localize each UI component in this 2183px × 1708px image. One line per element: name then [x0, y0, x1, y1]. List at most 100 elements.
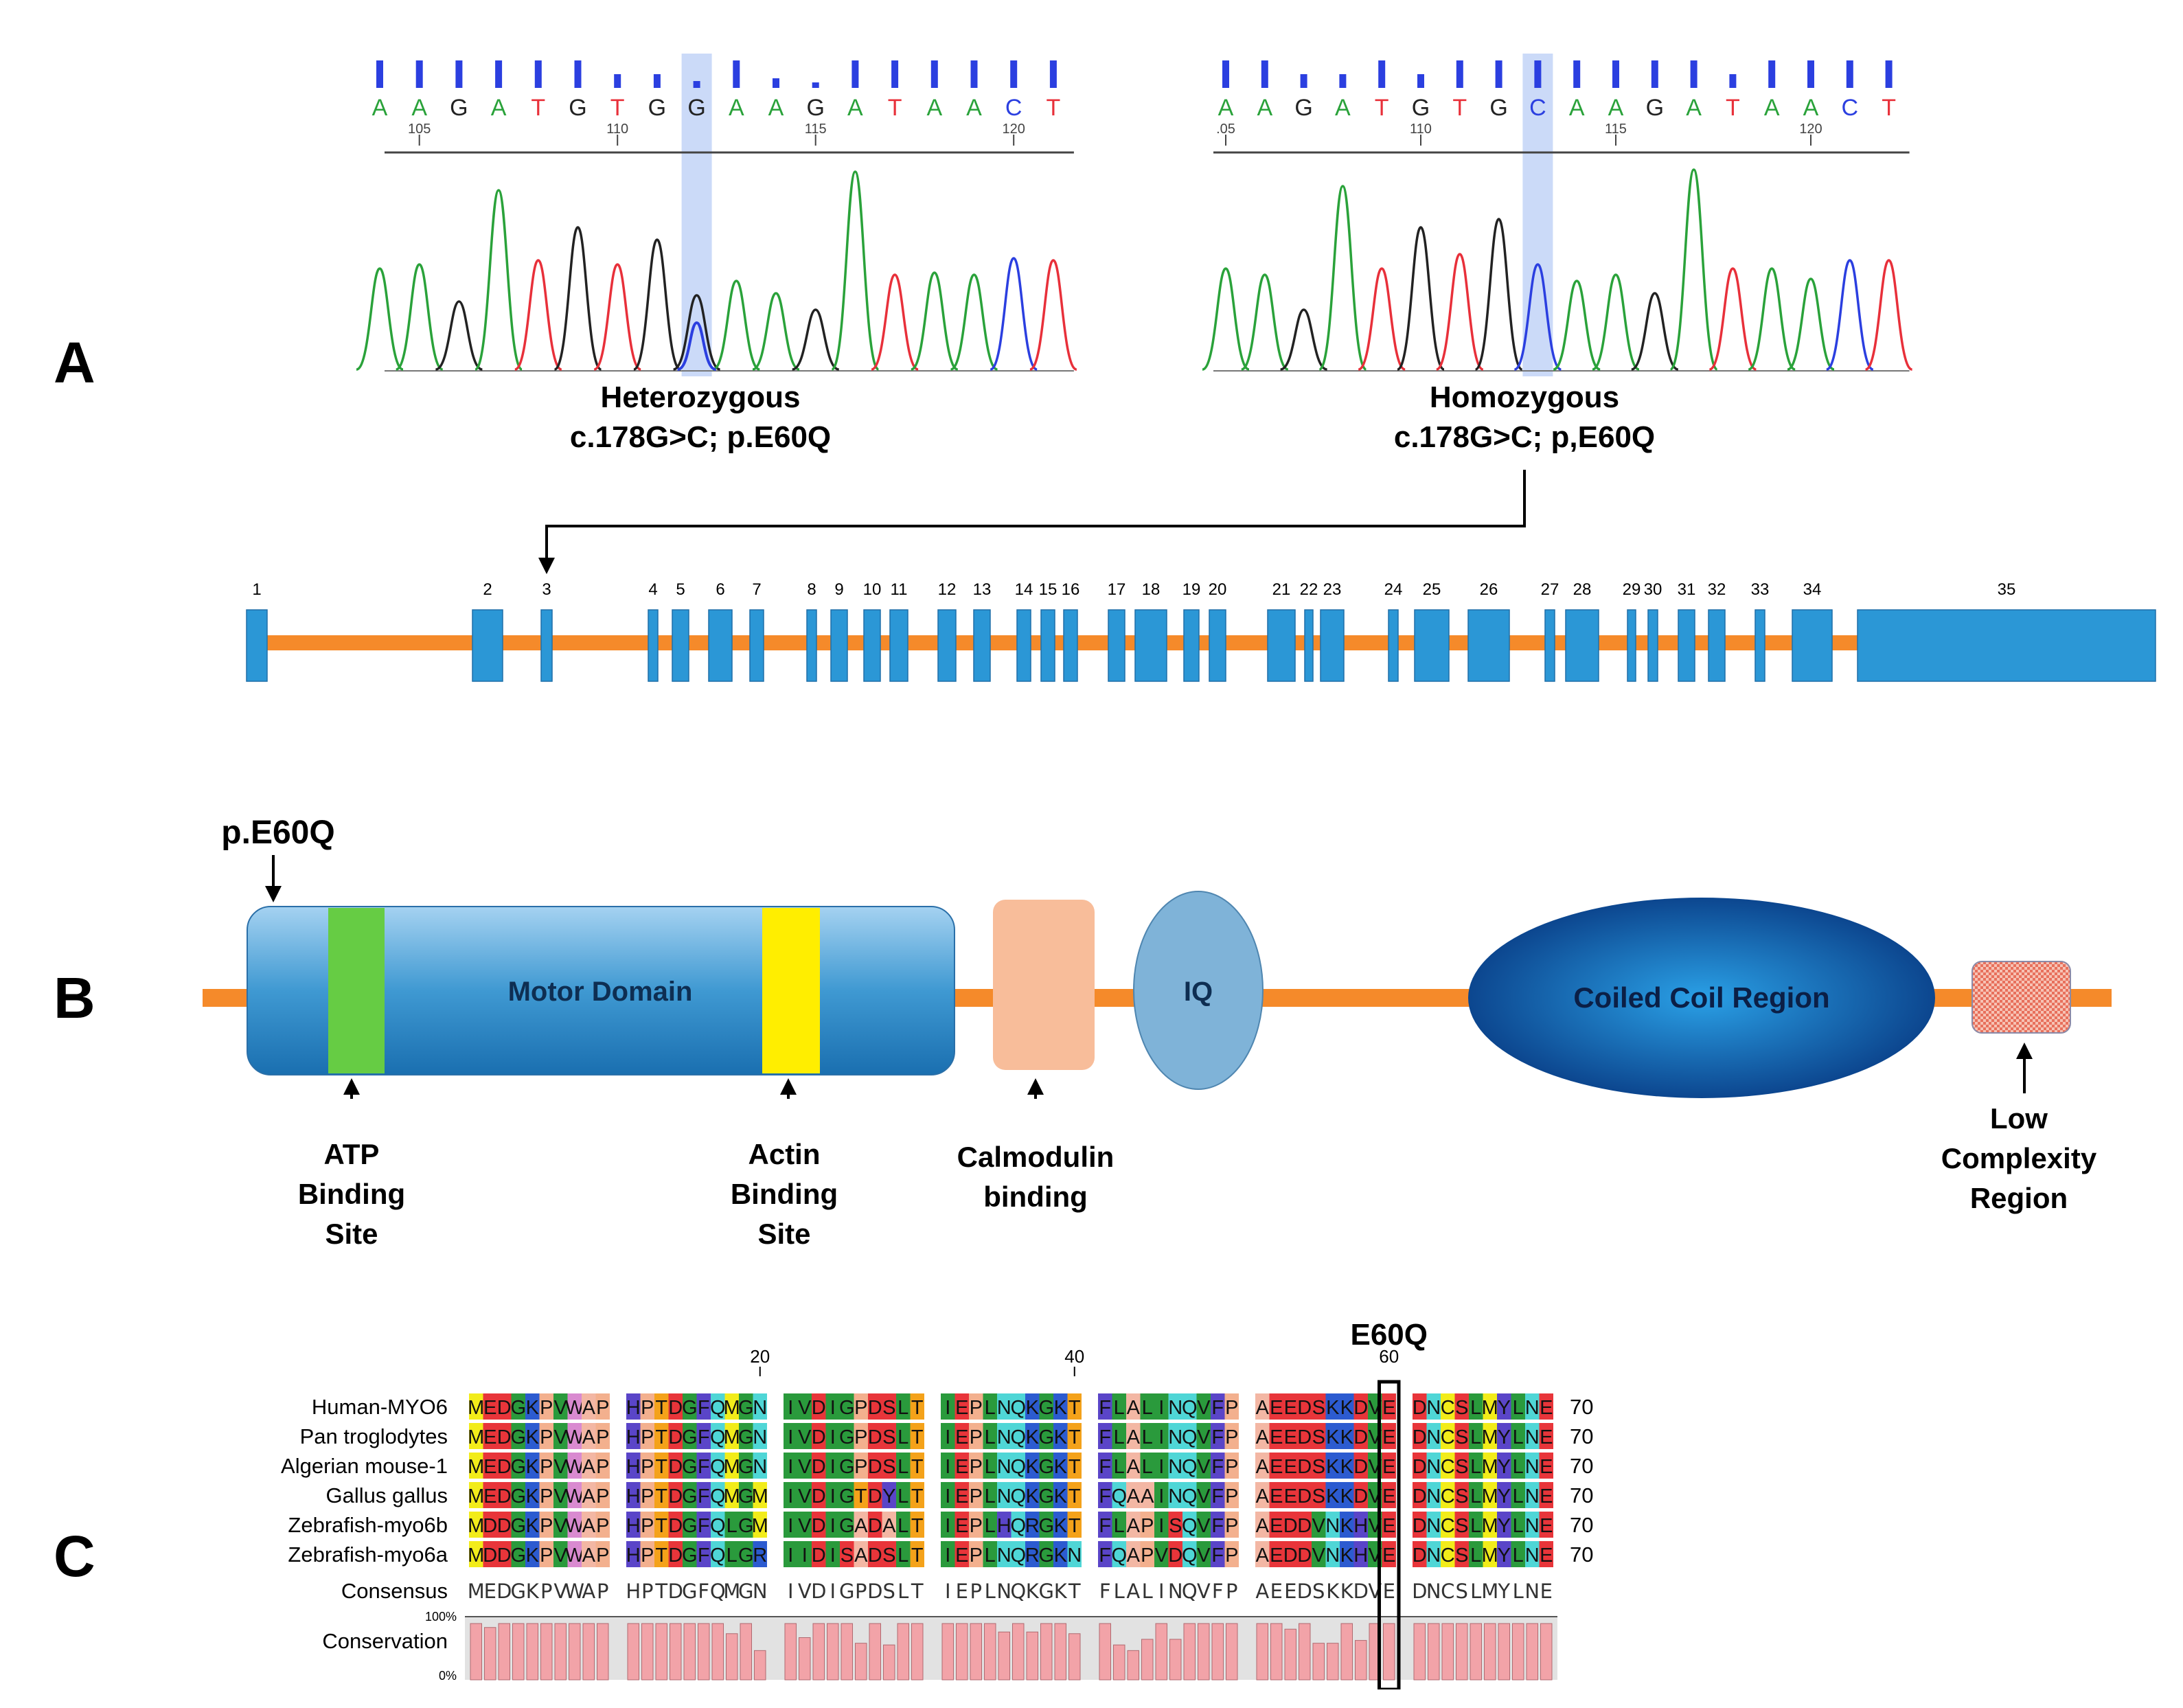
- residue-cell: [640, 1512, 654, 1538]
- residue-cell: [1511, 1512, 1525, 1538]
- residue-cell: [1483, 1541, 1497, 1567]
- residue-cell: [1497, 1453, 1511, 1479]
- exon-26: [1467, 609, 1510, 682]
- residue: A: [1127, 1426, 1141, 1448]
- residue-cell: [511, 1512, 525, 1538]
- residue: K: [526, 1426, 540, 1448]
- residue: L: [898, 1426, 908, 1448]
- species-label: Gallus gallus: [326, 1483, 448, 1507]
- residue-cell: [1011, 1393, 1025, 1420]
- exon-15: [1040, 609, 1055, 682]
- residue-cell: [1525, 1453, 1540, 1479]
- residue-cell: [840, 1453, 854, 1479]
- residue: K: [526, 1485, 540, 1507]
- consensus-residue: S: [1312, 1580, 1325, 1603]
- exon-number: 29: [1623, 580, 1641, 599]
- residue: W: [565, 1397, 584, 1419]
- exon-number: 28: [1573, 580, 1592, 599]
- residue: R: [753, 1545, 767, 1567]
- residue: A: [1256, 1456, 1270, 1478]
- residue: G: [510, 1515, 526, 1537]
- residue-cell: [882, 1423, 896, 1449]
- residue: G: [839, 1397, 855, 1419]
- residue-cell: [854, 1541, 868, 1567]
- exon-number: 23: [1323, 580, 1342, 599]
- residue: G: [682, 1485, 698, 1507]
- residue: G: [1038, 1485, 1054, 1507]
- residue: V: [798, 1456, 812, 1478]
- trace-peak: [792, 308, 840, 371]
- quality-bar: [1885, 60, 1893, 88]
- residue-cell: [525, 1453, 540, 1479]
- exon-number: 27: [1541, 580, 1559, 599]
- residue-cell: [1224, 1423, 1239, 1449]
- conservation-bar: [1456, 1623, 1468, 1681]
- residue: D: [668, 1545, 683, 1567]
- coiled-coil-region: [1468, 898, 1935, 1098]
- residue: E: [1284, 1397, 1297, 1419]
- trace-peak: [514, 259, 562, 371]
- quality-bar: [1261, 60, 1268, 88]
- base-call: A: [729, 95, 744, 121]
- conservation-bar: [1040, 1623, 1053, 1681]
- residue-cell: [882, 1393, 896, 1420]
- residue-cell: [896, 1453, 911, 1479]
- conservation-bar: [627, 1623, 639, 1681]
- residue-cell: [1053, 1423, 1068, 1449]
- residue-cell: [1454, 1453, 1469, 1479]
- exon-number: 26: [1480, 580, 1498, 599]
- alignment-mutation-label: E60Q: [1350, 1318, 1428, 1352]
- residue: K: [1026, 1397, 1040, 1419]
- residue: A: [1127, 1397, 1141, 1419]
- residue: E: [1382, 1426, 1395, 1448]
- conservation-bar: [841, 1623, 853, 1681]
- residue-cell: [969, 1453, 983, 1479]
- residue-cell: [784, 1482, 798, 1508]
- residue-cell: [955, 1423, 969, 1449]
- residue: Q: [710, 1515, 726, 1537]
- mutation-arrow: [265, 855, 282, 902]
- residue-cell: [1039, 1482, 1053, 1508]
- residue: I: [945, 1426, 950, 1448]
- residue: D: [1297, 1515, 1312, 1537]
- residue-cell: [1426, 1482, 1441, 1508]
- conservation-bar: [1198, 1623, 1210, 1681]
- exon-20: [1209, 609, 1226, 682]
- consensus-residue: D: [1412, 1580, 1427, 1603]
- residue: T: [655, 1485, 667, 1507]
- residue: E: [1540, 1397, 1553, 1419]
- residue: A: [582, 1426, 596, 1448]
- base-call: T: [888, 95, 902, 121]
- residue: P: [1225, 1485, 1238, 1507]
- conservation-bar: [998, 1631, 1010, 1681]
- residue: E: [483, 1426, 496, 1448]
- residue: P: [596, 1485, 609, 1507]
- consensus-residue: G: [738, 1580, 753, 1603]
- quality-bar: [455, 60, 463, 88]
- axis-tick-label: 120: [1799, 122, 1822, 137]
- consensus-residue: P: [1226, 1580, 1238, 1603]
- residue-cell: [797, 1393, 812, 1420]
- consensus-residue: P: [597, 1580, 609, 1603]
- residue: P: [1141, 1515, 1154, 1537]
- residue: D: [497, 1397, 512, 1419]
- residue: L: [985, 1456, 996, 1478]
- residue: P: [854, 1397, 867, 1419]
- residue-cell: [626, 1423, 641, 1449]
- trace-peak: [1318, 185, 1367, 371]
- residue: F: [1099, 1545, 1111, 1567]
- residue: N: [1168, 1426, 1182, 1448]
- exon-number: 13: [973, 580, 992, 599]
- axis-tick-label: 115: [805, 122, 827, 137]
- residue-cell: [711, 1423, 725, 1449]
- residue-cell: [840, 1512, 854, 1538]
- sequence-end-number: 70: [1570, 1454, 1593, 1478]
- residue-cell: [582, 1541, 596, 1567]
- exon-number: 25: [1423, 580, 1441, 599]
- exon-30: [1647, 609, 1658, 682]
- residue: V: [554, 1426, 568, 1448]
- quality-bar: [1339, 74, 1347, 88]
